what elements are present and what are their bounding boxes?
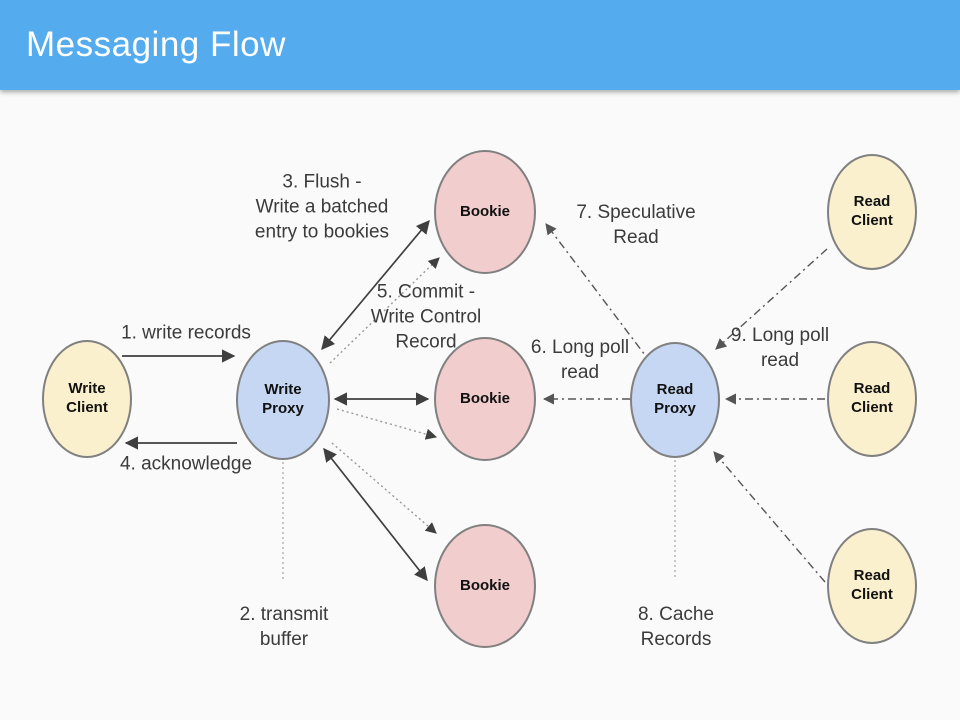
edge-label-commit: 5. Commit - Write Control Record: [370, 281, 482, 353]
diagram-edges-layer: [122, 219, 828, 583]
edge-long-poll-read-9: [715, 248, 828, 350]
edge-writeproxy-bookie-mid-dotted: [336, 408, 438, 440]
edge-cache-records: [713, 451, 826, 583]
page-title: Messaging Flow: [26, 25, 286, 64]
edge-label-long-poll-read-6: 6. Long poll read: [530, 337, 630, 383]
diagram-canvas: Write Client Write Proxy Bookie Bookie B…: [0, 90, 960, 720]
edge-label-acknowledge: 4. acknowledge: [119, 453, 253, 475]
edge-label-transmit-buffer: 2. transmit buffer: [239, 604, 329, 650]
edge-writeproxy-bookie-top-dotted: [329, 257, 440, 364]
edge-label-flush: 3. Flush - Write a batched entry to book…: [254, 171, 390, 243]
write-proxy-node: Write Proxy: [236, 340, 330, 460]
edge-label-long-poll-read-9: 9. Long poll read: [730, 325, 830, 371]
bookie-top-node: Bookie: [434, 150, 536, 274]
edge-label-write-records: 1. write records: [121, 322, 251, 344]
edge-speculative-read: [545, 223, 652, 364]
read-client-mid-node: Read Client: [827, 341, 917, 457]
bookie-bottom-node: Bookie: [434, 524, 536, 648]
bookie-mid-node: Bookie: [434, 337, 536, 461]
app-header: Messaging Flow: [0, 0, 960, 90]
read-proxy-node: Read Proxy: [630, 342, 720, 458]
edge-writeproxy-bookie-bottom-dotted: [331, 442, 437, 534]
read-client-top-node: Read Client: [827, 154, 917, 270]
edge-writeproxy-bookie-bottom-solid: [323, 447, 428, 582]
write-client-node: Write Client: [42, 340, 132, 458]
edge-label-speculative-read: 7. Speculative Read: [576, 202, 696, 248]
edge-label-cache-records: 8. Cache Records: [637, 604, 715, 650]
read-client-bottom-node: Read Client: [827, 528, 917, 644]
edge-writeproxy-bookie-top-solid: [321, 219, 430, 351]
